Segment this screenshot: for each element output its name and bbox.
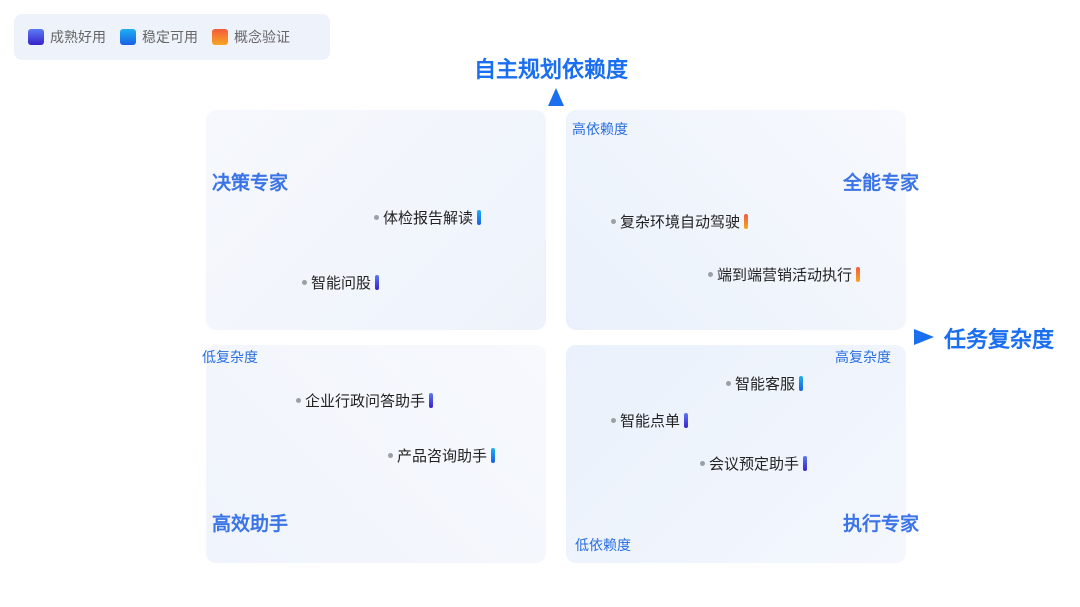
item-label: 复杂环境自动驾驶 bbox=[620, 213, 741, 231]
item-dot bbox=[700, 461, 705, 466]
item-label: 产品咨询助手 bbox=[397, 447, 488, 465]
item-dot bbox=[611, 219, 616, 224]
legend-item-concept: 概念验证 bbox=[212, 27, 290, 47]
x-axis-title: 任务复杂度 bbox=[944, 328, 1055, 353]
y-axis-title: 自主规划依赖度 bbox=[474, 58, 629, 83]
item-label: 端到端营销活动执行 bbox=[717, 266, 853, 284]
legend-item-stable: 稳定可用 bbox=[120, 27, 198, 47]
legend-label-mature: 成熟好用 bbox=[50, 30, 106, 46]
maturity-bar bbox=[744, 214, 749, 229]
quadrant-top-left bbox=[206, 110, 546, 330]
item-marketing-execution: 端到端营销活动执行 bbox=[708, 264, 861, 285]
item-dot bbox=[296, 398, 301, 403]
quadrant-name-bottom-left: 高效助手 bbox=[212, 513, 289, 535]
quadrant-name-top-left: 决策专家 bbox=[212, 172, 289, 194]
item-autonomous-driving: 复杂环境自动驾驶 bbox=[611, 211, 749, 232]
legend-label-stable: 稳定可用 bbox=[142, 30, 198, 46]
maturity-bar bbox=[799, 376, 804, 391]
maturity-bar bbox=[429, 393, 434, 408]
item-label: 体检报告解读 bbox=[383, 209, 474, 227]
item-label: 智能问股 bbox=[311, 274, 372, 292]
legend-swatch-mature bbox=[28, 29, 44, 45]
maturity-bar bbox=[856, 267, 861, 282]
legend-item-mature: 成熟好用 bbox=[28, 27, 106, 47]
item-stock-qa: 智能问股 bbox=[302, 272, 380, 293]
item-label: 企业行政问答助手 bbox=[305, 392, 426, 410]
legend: 成熟好用 稳定可用 概念验证 bbox=[14, 14, 330, 60]
item-label: 会议预定助手 bbox=[709, 455, 800, 473]
quadrant-bottom-left bbox=[206, 345, 546, 563]
x-axis-arrow bbox=[914, 329, 934, 345]
item-smart-ordering: 智能点单 bbox=[611, 410, 689, 431]
item-admin-qa: 企业行政问答助手 bbox=[296, 390, 434, 411]
legend-label-concept: 概念验证 bbox=[234, 30, 290, 46]
maturity-bar bbox=[491, 448, 496, 463]
x-axis-low-label: 低复杂度 bbox=[202, 350, 258, 366]
item-dot bbox=[374, 215, 379, 220]
quadrant-top-right bbox=[566, 110, 906, 330]
item-meeting-booking: 会议预定助手 bbox=[700, 453, 808, 474]
y-axis-arrow bbox=[548, 88, 564, 106]
item-customer-service: 智能客服 bbox=[726, 373, 804, 394]
maturity-bar bbox=[803, 456, 808, 471]
item-dot bbox=[611, 418, 616, 423]
item-dot bbox=[302, 280, 307, 285]
item-dot bbox=[708, 272, 713, 277]
maturity-bar bbox=[375, 275, 380, 290]
item-dot bbox=[726, 381, 731, 386]
item-label: 智能客服 bbox=[735, 375, 796, 393]
y-axis-low-label: 低依赖度 bbox=[575, 538, 631, 554]
quadrant-name-bottom-right: 执行专家 bbox=[843, 513, 920, 535]
maturity-bar bbox=[477, 210, 482, 225]
item-dot bbox=[388, 453, 393, 458]
item-health-report: 体检报告解读 bbox=[374, 207, 482, 228]
legend-swatch-concept bbox=[212, 29, 228, 45]
item-product-consult: 产品咨询助手 bbox=[388, 445, 496, 466]
y-axis-high-label: 高依赖度 bbox=[572, 122, 628, 138]
legend-swatch-stable bbox=[120, 29, 136, 45]
maturity-bar bbox=[684, 413, 689, 428]
x-axis-high-label: 高复杂度 bbox=[835, 350, 891, 366]
item-label: 智能点单 bbox=[620, 412, 681, 430]
quadrant-name-top-right: 全能专家 bbox=[843, 172, 920, 194]
quadrant-bottom-right bbox=[566, 345, 906, 563]
